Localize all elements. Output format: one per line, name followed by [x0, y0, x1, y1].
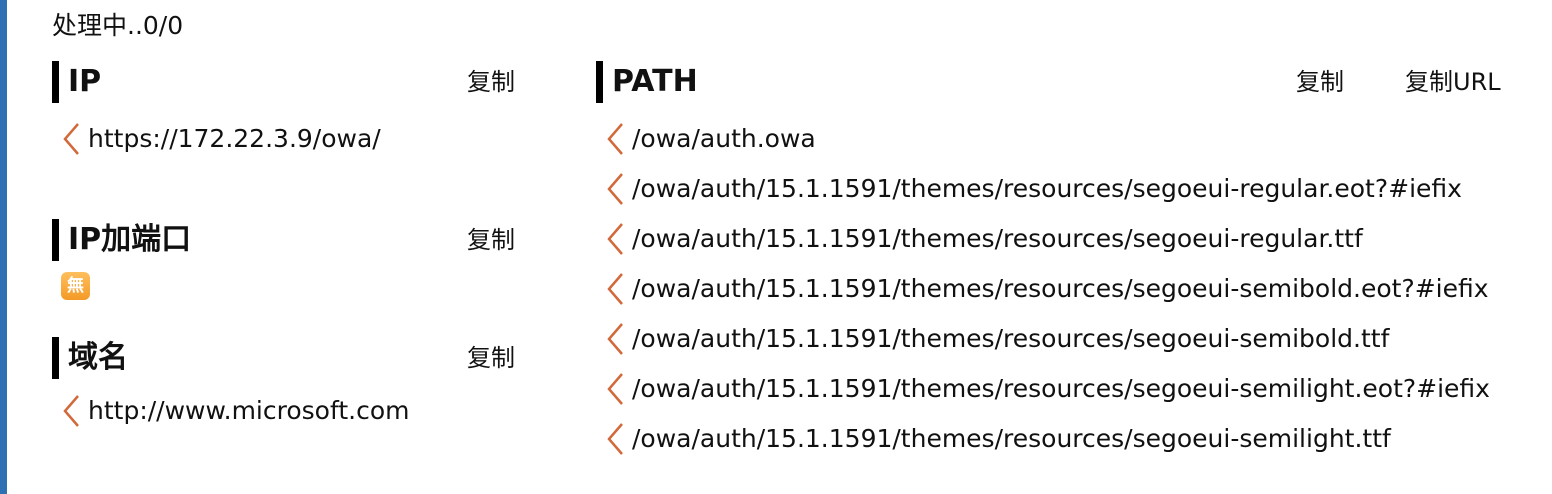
domain-copy-button[interactable]: 复制	[467, 344, 515, 372]
chevron-left-icon	[604, 121, 626, 157]
path-item-text: /owa/auth/15.1.1591/themes/resources/seg…	[632, 224, 1363, 253]
path-list-item[interactable]: /owa/auth/15.1.1591/themes/resources/seg…	[596, 264, 1516, 314]
section-marker	[52, 219, 59, 261]
path-copy-button[interactable]: 复制	[1296, 68, 1344, 96]
none-badge-icon: 無	[61, 272, 90, 300]
path-section-header: PATH 复制 复制URL	[596, 60, 1516, 104]
path-item-text: /owa/auth/15.1.1591/themes/resources/seg…	[632, 274, 1489, 303]
domain-item-text: http://www.microsoft.com	[88, 396, 410, 425]
chevron-left-icon	[604, 421, 626, 457]
path-column: PATH 复制 复制URL /owa/auth.owa /owa/auth/15…	[596, 60, 1516, 464]
path-section-title: PATH	[612, 64, 698, 99]
domain-section-title: 域名	[68, 340, 128, 375]
path-copy-url-button[interactable]: 复制URL	[1405, 68, 1501, 96]
domain-section-header: 域名 复制	[52, 336, 522, 380]
path-list-item[interactable]: /owa/auth/15.1.1591/themes/resources/seg…	[596, 314, 1516, 364]
ip-item-text: https://172.22.3.9/owa/	[88, 124, 381, 153]
path-item-text: /owa/auth/15.1.1591/themes/resources/seg…	[632, 174, 1462, 203]
chevron-left-icon	[60, 393, 82, 429]
chevron-left-icon	[604, 321, 626, 357]
path-list: /owa/auth.owa /owa/auth/15.1.1591/themes…	[596, 114, 1516, 464]
domain-list-item[interactable]: http://www.microsoft.com	[52, 386, 522, 436]
section-marker	[52, 61, 59, 103]
path-list-item[interactable]: /owa/auth/15.1.1591/themes/resources/seg…	[596, 164, 1516, 214]
chevron-left-icon	[604, 271, 626, 307]
ip-port-section-header: IP加端口 复制	[52, 218, 522, 262]
path-list-item[interactable]: /owa/auth/15.1.1591/themes/resources/seg…	[596, 214, 1516, 264]
ip-port-section-title: IP加端口	[68, 222, 192, 257]
ip-list-item[interactable]: https://172.22.3.9/owa/	[52, 114, 522, 164]
chevron-left-icon	[604, 221, 626, 257]
path-item-text: /owa/auth/15.1.1591/themes/resources/seg…	[632, 324, 1390, 353]
window-edge	[0, 0, 7, 494]
ip-port-section: IP加端口 复制 無	[52, 218, 522, 300]
path-list-item[interactable]: /owa/auth/15.1.1591/themes/resources/seg…	[596, 414, 1516, 464]
domain-section: 域名 复制 http://www.microsoft.com	[52, 336, 522, 436]
ip-section-header: IP 复制	[52, 60, 522, 104]
ip-section: IP 复制 https://172.22.3.9/owa/	[52, 60, 522, 164]
path-list-item[interactable]: /owa/auth.owa	[596, 114, 1516, 164]
ip-section-title: IP	[68, 64, 102, 99]
progress-status: 处理中..0/0	[52, 11, 184, 40]
ip-copy-button[interactable]: 复制	[467, 68, 515, 96]
ip-port-copy-button[interactable]: 复制	[467, 226, 515, 254]
chevron-left-icon	[604, 171, 626, 207]
path-list-item[interactable]: /owa/auth/15.1.1591/themes/resources/seg…	[596, 364, 1516, 414]
section-marker	[596, 61, 603, 103]
chevron-left-icon	[604, 371, 626, 407]
section-marker	[52, 337, 59, 379]
path-item-text: /owa/auth/15.1.1591/themes/resources/seg…	[632, 424, 1391, 453]
path-item-text: /owa/auth/15.1.1591/themes/resources/seg…	[632, 374, 1490, 403]
path-item-text: /owa/auth.owa	[632, 124, 816, 153]
left-column: IP 复制 https://172.22.3.9/owa/ IP加端口 复制 無…	[52, 60, 522, 436]
chevron-left-icon	[60, 121, 82, 157]
